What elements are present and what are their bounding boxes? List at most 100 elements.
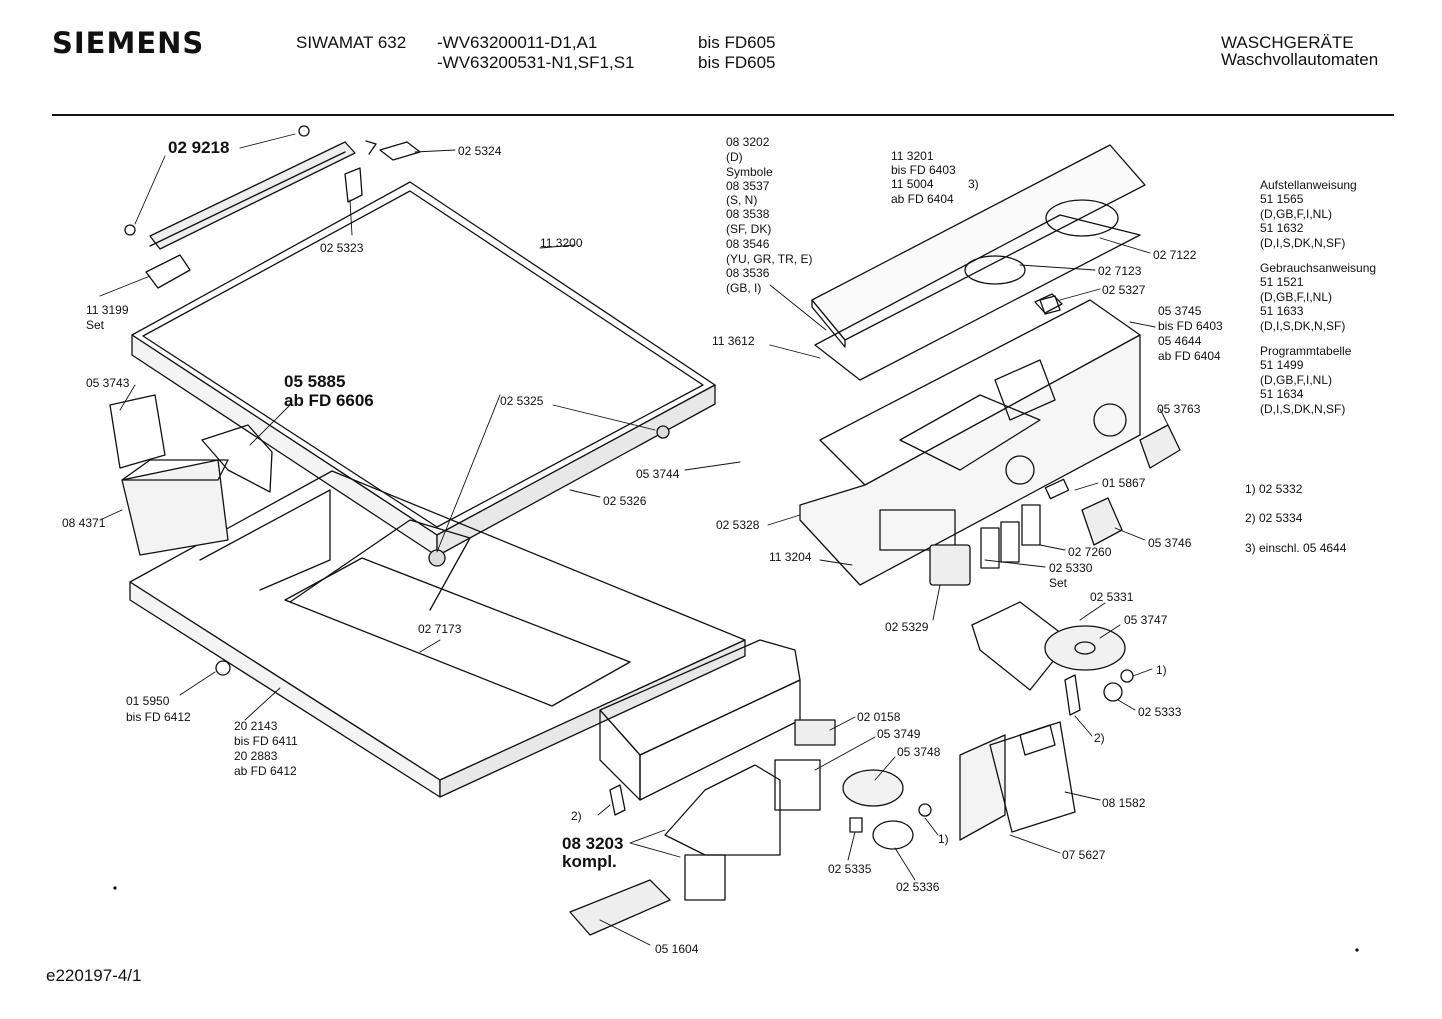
- part-label-054644: 05 4644: [1158, 334, 1202, 348]
- docs-usage-2: 51 1633: [1260, 304, 1304, 318]
- part-label-084371: 08 4371: [62, 516, 106, 530]
- part-label-027260: 02 7260: [1068, 545, 1112, 559]
- part-label-053743: 05 3743: [86, 376, 130, 390]
- part-label-015867: 01 5867: [1102, 476, 1146, 490]
- footnote-ref-2-timer: 2): [1094, 731, 1105, 745]
- part-label-053746: 05 3746: [1148, 536, 1192, 550]
- model-variant-1: -WV63200011-D1,A1: [437, 33, 598, 52]
- part-label-083202: 08 3202: [726, 135, 770, 149]
- hinge-rail-drawing: [124, 125, 421, 289]
- part-label-113199: 11 3199: [86, 303, 129, 317]
- docs-setup-1: 51 1565: [1260, 192, 1304, 206]
- part-label-025329: 02 5329: [885, 620, 929, 634]
- docs-setup-2-languages: (D,I,S,DK,N,SF): [1260, 236, 1346, 250]
- part-note-083546: (YU, GR, TR, E): [726, 252, 813, 266]
- part-note-202143: bis FD 6411: [234, 734, 298, 748]
- part-note-083203: kompl.: [562, 852, 617, 871]
- program-selector-drawing: [569, 674, 1081, 936]
- part-label-053763: 05 3763: [1157, 402, 1201, 416]
- symbols-caption: Symbole: [726, 165, 773, 179]
- leader-lines: [99, 133, 1169, 946]
- part-label-115004: 11 5004: [891, 177, 934, 191]
- part-label-025333: 02 5333: [1138, 705, 1182, 719]
- part-label-083538: 08 3538: [726, 207, 770, 221]
- detergent-drawer-drawing: [109, 394, 273, 556]
- part-note-113199: Set: [86, 318, 105, 332]
- base-frame-drawing: [129, 425, 746, 798]
- part-label-081582: 08 1582: [1102, 796, 1146, 810]
- docs-program-1-languages: (D,GB,F,I,NL): [1260, 373, 1333, 387]
- docs-setup-2: 51 1632: [1260, 221, 1304, 235]
- model-name: SIWAMAT 632: [296, 33, 407, 52]
- part-label-020158: 02 0158: [857, 710, 901, 724]
- knobs-drawing: [1034, 293, 1181, 546]
- part-label-083546: 08 3546: [726, 237, 770, 251]
- docs-setup-1-languages: (D,GB,F,I,NL): [1260, 207, 1333, 221]
- docs-usage-1: 51 1521: [1260, 275, 1304, 289]
- part-label-053745: 05 3745: [1158, 304, 1202, 318]
- part-note-053745: bis FD 6403: [1158, 319, 1223, 333]
- part-label-015950: 01 5950: [126, 694, 170, 708]
- part-label-027122: 02 7122: [1153, 248, 1197, 262]
- part-note-202883: ab FD 6412: [234, 764, 297, 778]
- part-label-051604: 05 1604: [655, 942, 699, 956]
- timer-motor-drawing: [971, 601, 1134, 702]
- docs-usage-2-languages: (D,I,S,DK,N,SF): [1260, 319, 1346, 333]
- variant-2-range: bis FD605: [698, 53, 776, 72]
- category-subtitle: Waschvollautomaten: [1221, 50, 1379, 69]
- variant-1-range: bis FD605: [698, 33, 776, 52]
- part-label-025328: 02 5328: [716, 518, 760, 532]
- panel-cover-drawing: [811, 144, 1146, 381]
- part-label-029218: 02 9218: [168, 138, 230, 157]
- part-label-053749: 05 3749: [877, 727, 921, 741]
- part-note-083537: (S, N): [726, 193, 758, 207]
- part-label-025331: 02 5331: [1090, 590, 1134, 604]
- part-note-083202: (D): [726, 150, 743, 164]
- part-label-113204: 11 3204: [769, 550, 812, 564]
- part-label-025327: 02 5327: [1102, 283, 1146, 297]
- docs-program-title: Programmtabelle: [1260, 344, 1352, 358]
- footnote-ref-1-timer: 1): [1156, 663, 1167, 677]
- part-label-202143: 20 2143: [234, 719, 278, 733]
- part-label-025330: 02 5330: [1049, 561, 1093, 575]
- part-label-027123: 02 7123: [1098, 264, 1142, 278]
- part-label-113612: 11 3612: [712, 334, 755, 348]
- part-note-025330: Set: [1049, 576, 1068, 590]
- brand-logo: SIEMENS: [52, 26, 205, 60]
- docs-program-1: 51 1499: [1260, 358, 1304, 372]
- part-label-053748: 05 3748: [897, 745, 941, 759]
- part-label-025325: 02 5325: [500, 394, 544, 408]
- part-note-083536: (GB, I): [726, 281, 762, 295]
- part-note-113201: bis FD 6403: [891, 163, 956, 177]
- docs-usage-title: Gebrauchsanweisung: [1260, 261, 1377, 275]
- footnote-ref-2-bracket: 2): [571, 809, 582, 823]
- part-note-055885: ab FD 6606: [284, 391, 374, 410]
- part-label-075627: 07 5627: [1062, 848, 1106, 862]
- part-note-083538: (SF, DK): [726, 222, 772, 236]
- footnote-2: 2) 02 5334: [1245, 511, 1303, 525]
- switches-drawing: [929, 504, 1041, 586]
- footnote-ref-1-selector: 1): [938, 832, 949, 846]
- part-label-025335: 02 5335: [828, 862, 872, 876]
- part-label-113200: 11 3200: [540, 236, 583, 250]
- part-label-025336: 02 5336: [896, 880, 940, 894]
- part-note-115004: ab FD 6404: [891, 192, 954, 206]
- footnote-1: 1) 02 5332: [1245, 482, 1303, 496]
- relay-block-drawing: [959, 721, 1076, 841]
- part-label-083536: 08 3536: [726, 266, 770, 280]
- part-label-083537: 08 3537: [726, 179, 770, 193]
- docs-program-2-languages: (D,I,S,DK,N,SF): [1260, 402, 1346, 416]
- header-rule: [52, 114, 1394, 116]
- document-id: e220197-4/1: [46, 966, 142, 985]
- part-label-055885: 05 5885: [284, 372, 346, 391]
- part-label-027173: 02 7173: [418, 622, 462, 636]
- part-label-202883: 20 2883: [234, 749, 278, 763]
- part-label-053744: 05 3744: [636, 467, 680, 481]
- footnote-3: 3) einschl. 05 4644: [1245, 541, 1347, 555]
- part-label-025323: 02 5323: [320, 241, 364, 255]
- part-label-025326: 02 5326: [603, 494, 647, 508]
- part-note-015950: bis FD 6412: [126, 710, 191, 724]
- part-label-025324: 02 5324: [458, 144, 502, 158]
- part-label-083203: 08 3203: [562, 834, 624, 853]
